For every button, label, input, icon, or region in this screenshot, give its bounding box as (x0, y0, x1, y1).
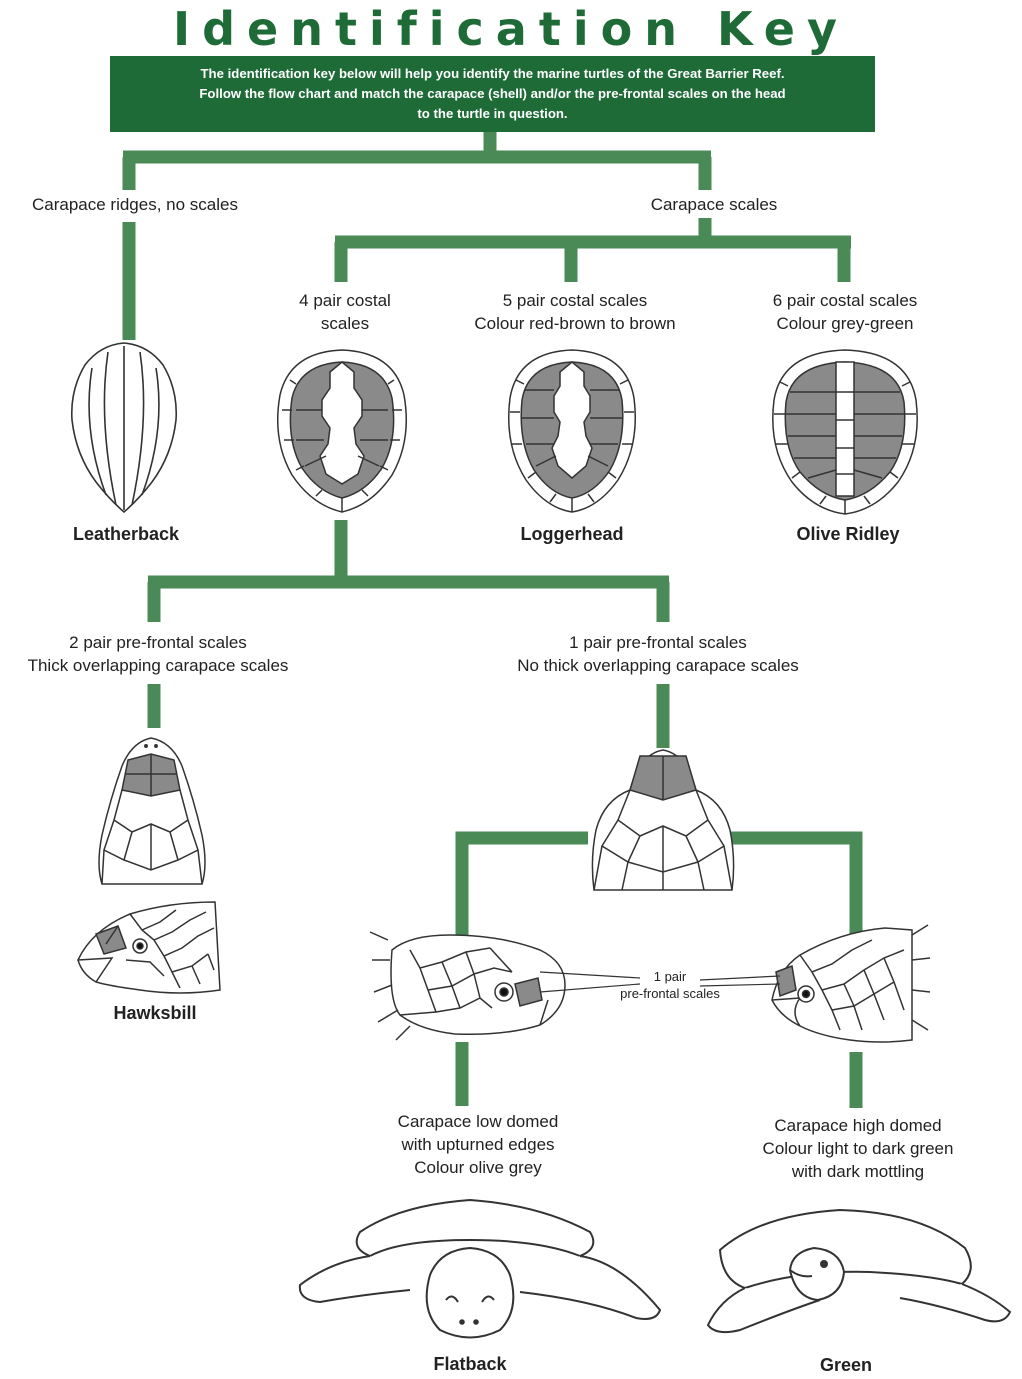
branch-four-pair-line-2: scales (250, 312, 440, 335)
branch-one-prefrontal: 1 pair pre-frontal scales No thick overl… (488, 631, 828, 677)
branch-five-pair-line-2: Colour red-brown to brown (450, 312, 700, 335)
intro-box: The identification key below will help y… (110, 56, 875, 132)
branch-six-pair-costal: 6 pair costal scales Colour grey-green (735, 289, 955, 335)
prefrontal-callout: 1 pair pre-frontal scales (600, 968, 740, 1002)
branch-high-domed-line-3: with dark mottling (730, 1160, 986, 1183)
species-flatback: Flatback (370, 1354, 570, 1375)
leatherback-carapace-drawing (72, 343, 176, 512)
species-leatherback: Leatherback (26, 524, 226, 545)
branch-four-pair-line-1: 4 pair costal (250, 289, 440, 312)
loggerhead-carapace-drawing (509, 350, 636, 512)
branch-high-domed-line-1: Carapace high domed (730, 1114, 986, 1137)
green-turtle-drawing (708, 1210, 1010, 1332)
branch-carapace-scales: Carapace scales (604, 193, 824, 216)
branch-low-domed-line-1: Carapace low domed (358, 1110, 598, 1133)
intro-line-2: Follow the flow chart and match the cara… (120, 84, 865, 104)
branch-five-pair-line-1: 5 pair costal scales (450, 289, 700, 312)
one-prefrontal-head-top-drawing (592, 750, 733, 890)
prefrontal-callout-line-1: 1 pair (600, 968, 740, 985)
hawksbill-head-top-drawing (99, 738, 205, 884)
branch-high-domed-line-2: Colour light to dark green (730, 1137, 986, 1160)
species-olive-ridley: Olive Ridley (748, 524, 948, 545)
branch-low-domed-line-2: with upturned edges (358, 1133, 598, 1156)
species-green: Green (746, 1355, 946, 1376)
olive-ridley-carapace-drawing (773, 350, 917, 514)
branch-low-domed-line-3: Colour olive grey (358, 1156, 598, 1179)
branch-carapace-ridges: Carapace ridges, no scales (0, 193, 270, 216)
branch-high-domed: Carapace high domed Colour light to dark… (730, 1114, 986, 1183)
flatback-turtle-drawing (300, 1200, 660, 1338)
intro-text: The identification key below will help y… (120, 64, 865, 124)
intro-line-3: to the turtle in question. (120, 104, 865, 124)
flatback-head-side-drawing (370, 932, 565, 1040)
intro-line-1: The identification key below will help y… (120, 64, 865, 84)
branch-one-prefrontal-line-1: 1 pair pre-frontal scales (488, 631, 828, 654)
branch-two-prefrontal: 2 pair pre-frontal scales Thick overlapp… (0, 631, 316, 677)
four-pair-carapace-drawing (278, 350, 407, 512)
species-loggerhead: Loggerhead (472, 524, 672, 545)
branch-six-pair-line-1: 6 pair costal scales (735, 289, 955, 312)
page-title: Identification Key (0, 2, 1022, 56)
prefrontal-callout-line-2: pre-frontal scales (600, 985, 740, 1002)
species-hawksbill: Hawksbill (55, 1003, 255, 1024)
branch-four-pair-costal: 4 pair costal scales (250, 289, 440, 335)
branch-six-pair-line-2: Colour grey-green (735, 312, 955, 335)
branch-two-prefrontal-line-1: 2 pair pre-frontal scales (0, 631, 316, 654)
green-head-side-drawing (772, 925, 930, 1042)
hawksbill-head-side-drawing (78, 902, 220, 993)
branch-low-domed: Carapace low domed with upturned edges C… (358, 1110, 598, 1179)
branch-five-pair-costal: 5 pair costal scales Colour red-brown to… (450, 289, 700, 335)
branch-two-prefrontal-line-2: Thick overlapping carapace scales (0, 654, 316, 677)
branch-one-prefrontal-line-2: No thick overlapping carapace scales (488, 654, 828, 677)
